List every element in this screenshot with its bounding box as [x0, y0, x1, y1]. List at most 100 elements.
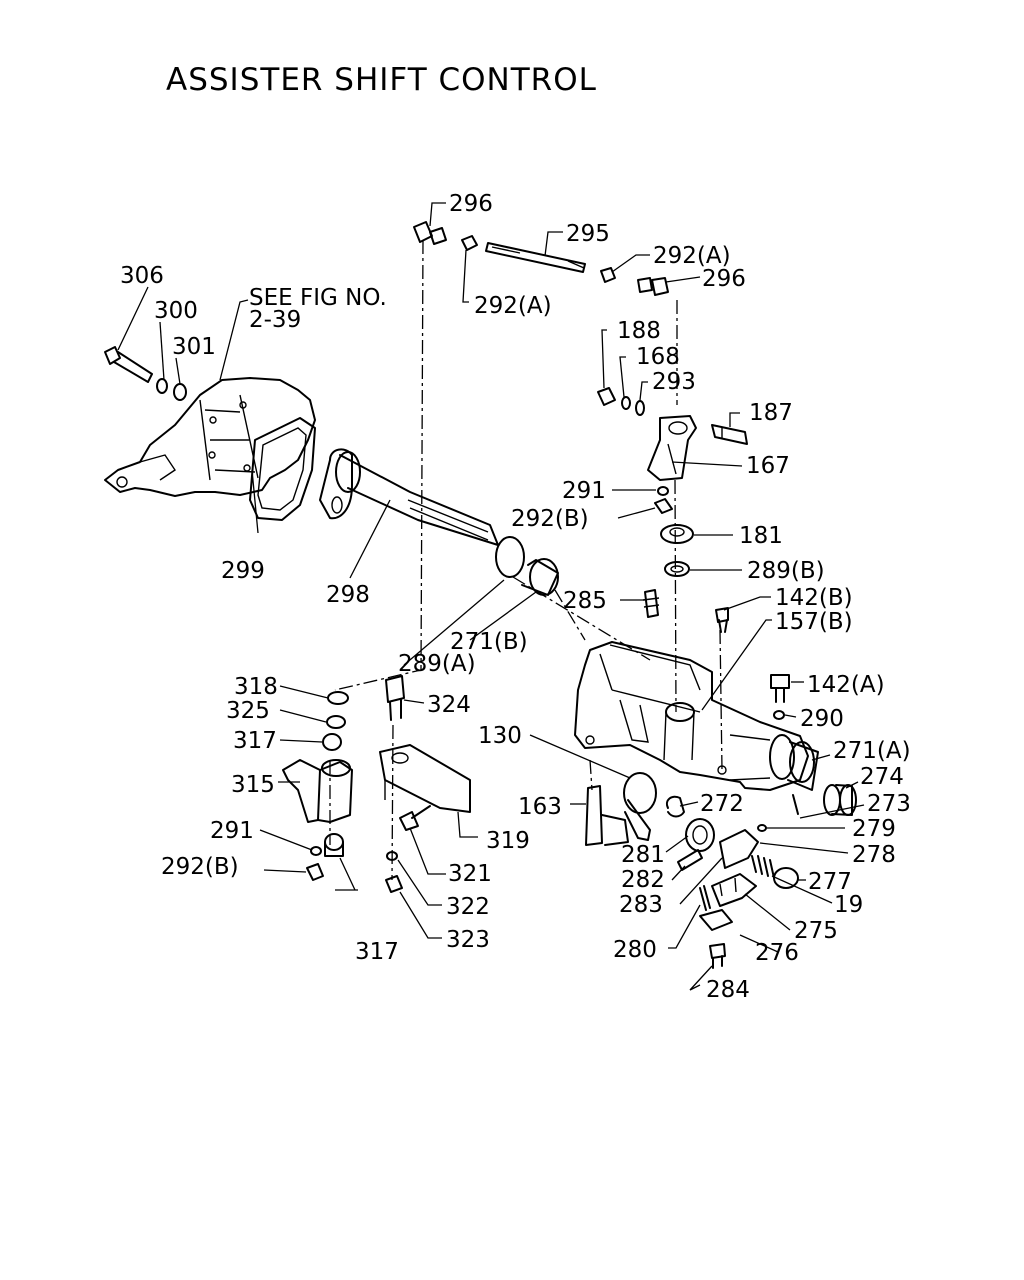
- screw-282-part: [677, 849, 703, 871]
- callout-293: 293: [652, 369, 696, 395]
- callout-315: 315: [231, 772, 275, 798]
- washer-290-part: [773, 710, 785, 720]
- callout-142B: 142(B): [775, 585, 853, 611]
- lever-167-part: [647, 415, 697, 481]
- bush-278-part: [685, 818, 715, 852]
- joint-296-right-part: [637, 277, 669, 296]
- bushing-271B-part: [521, 558, 559, 596]
- callout-317-upper: 317: [233, 728, 277, 754]
- callout-274: 274: [860, 764, 904, 790]
- cap-277-part: [773, 867, 799, 889]
- callout-276: 276: [755, 940, 799, 966]
- bolt-284-part: [709, 943, 726, 969]
- callout-322: 322: [446, 894, 490, 920]
- callout-280: 280: [613, 937, 657, 963]
- nut-292B-lower-part: [306, 863, 324, 881]
- gearbox-housing-part: [104, 377, 316, 497]
- callout-298: 298: [326, 582, 370, 608]
- callout-278: 278: [852, 842, 896, 868]
- washer-293-part: [635, 400, 645, 416]
- callout-324: 324: [427, 692, 471, 718]
- nut-292A-left-part: [461, 235, 478, 251]
- callout-277: 277: [808, 869, 852, 895]
- callout-300: 300: [154, 298, 198, 324]
- spring-280-part: [699, 885, 711, 911]
- callout-labels: SEE FIG NO. 2-39 306 300 301 296 295 292…: [120, 191, 911, 1003]
- callout-279: 279: [852, 816, 896, 842]
- callout-306: 306: [120, 263, 164, 289]
- callout-157B: 157(B): [775, 609, 853, 635]
- callout-285: 285: [563, 588, 607, 614]
- callout-283: 283: [619, 892, 663, 918]
- joint-296-left-part: [413, 221, 447, 245]
- ring-272-part: [666, 795, 685, 818]
- callout-289B: 289(B): [747, 558, 825, 584]
- bolt-306-part: [104, 346, 153, 383]
- callout-188: 188: [617, 318, 661, 344]
- callout-142A: 142(A): [807, 672, 885, 698]
- bolt-142B-part: [715, 607, 729, 633]
- bracket-275-part: [711, 873, 757, 907]
- shaft-163-part: [585, 785, 629, 846]
- callout-181: 181: [739, 523, 783, 549]
- diagram-title: ASSISTER SHIFT CONTROL: [166, 62, 597, 98]
- callout-296-top: 296: [449, 191, 493, 217]
- bushing-271A-part: [787, 741, 819, 791]
- callout-271A: 271(A): [833, 738, 911, 764]
- nut-188-part: [597, 387, 616, 406]
- spring-19-part: [751, 855, 775, 879]
- washer-291-lower-part: [310, 846, 322, 856]
- washer-325-part: [326, 715, 346, 729]
- callout-275: 275: [794, 918, 838, 944]
- clip-168-part: [621, 396, 631, 410]
- callout-323: 323: [446, 927, 490, 953]
- gasket-299-part: [249, 417, 316, 521]
- callout-296-right: 296: [702, 266, 746, 292]
- callout-273: 273: [867, 791, 911, 817]
- callout-163: 163: [518, 794, 562, 820]
- callout-292B-lower: 292(B): [161, 854, 239, 880]
- callout-295: 295: [566, 221, 610, 247]
- nut-292A-right-part: [600, 267, 616, 283]
- callout-187: 187: [749, 400, 793, 426]
- callout-leader-lines: [117, 202, 865, 991]
- lever-281-part: [623, 772, 657, 841]
- cap-181-part: [660, 524, 694, 544]
- callout-167: 167: [746, 453, 790, 479]
- callout-291-lower: 291: [210, 818, 254, 844]
- callout-292A-right: 292(A): [653, 243, 731, 269]
- note-line-2: 2-39: [249, 307, 301, 333]
- note-line-1: SEE FIG NO.: [249, 285, 387, 311]
- bracket-315-part: [282, 759, 353, 823]
- seal-289B-part: [664, 561, 690, 577]
- seal-289A-part: [495, 536, 525, 578]
- washer-318-part: [327, 691, 349, 705]
- callout-290: 290: [800, 706, 844, 732]
- assembly-centerlines: [329, 239, 723, 881]
- bolt-321-part: [399, 805, 431, 831]
- callout-281: 281: [621, 842, 665, 868]
- callout-325: 325: [226, 698, 270, 724]
- plug-274-part: [823, 784, 857, 816]
- callout-318: 318: [234, 674, 278, 700]
- callout-319: 319: [486, 828, 530, 854]
- callout-292A-left: 292(A): [474, 293, 552, 319]
- washer-301-part: [173, 383, 187, 401]
- callout-321: 321: [448, 861, 492, 887]
- assister-housing-130-part: [574, 641, 809, 791]
- lever-319-part: [379, 744, 471, 813]
- callout-19: 19: [834, 892, 863, 918]
- callout-272: 272: [700, 791, 744, 817]
- washer-279-part: [757, 824, 767, 832]
- shift-shaft-298-part: [319, 448, 499, 546]
- callout-291-upper: 291: [562, 478, 606, 504]
- callout-271B: 271(B): [450, 629, 528, 655]
- bush-317-lower-part: [324, 833, 344, 857]
- plate-276-part: [699, 909, 733, 931]
- washer-291-upper-part: [657, 486, 669, 496]
- callout-301: 301: [172, 334, 216, 360]
- callout-130: 130: [478, 723, 522, 749]
- pin-273-part: [792, 794, 799, 815]
- callout-292B-upper: 292(B): [511, 506, 589, 532]
- nut-292B-upper-part: [654, 498, 673, 514]
